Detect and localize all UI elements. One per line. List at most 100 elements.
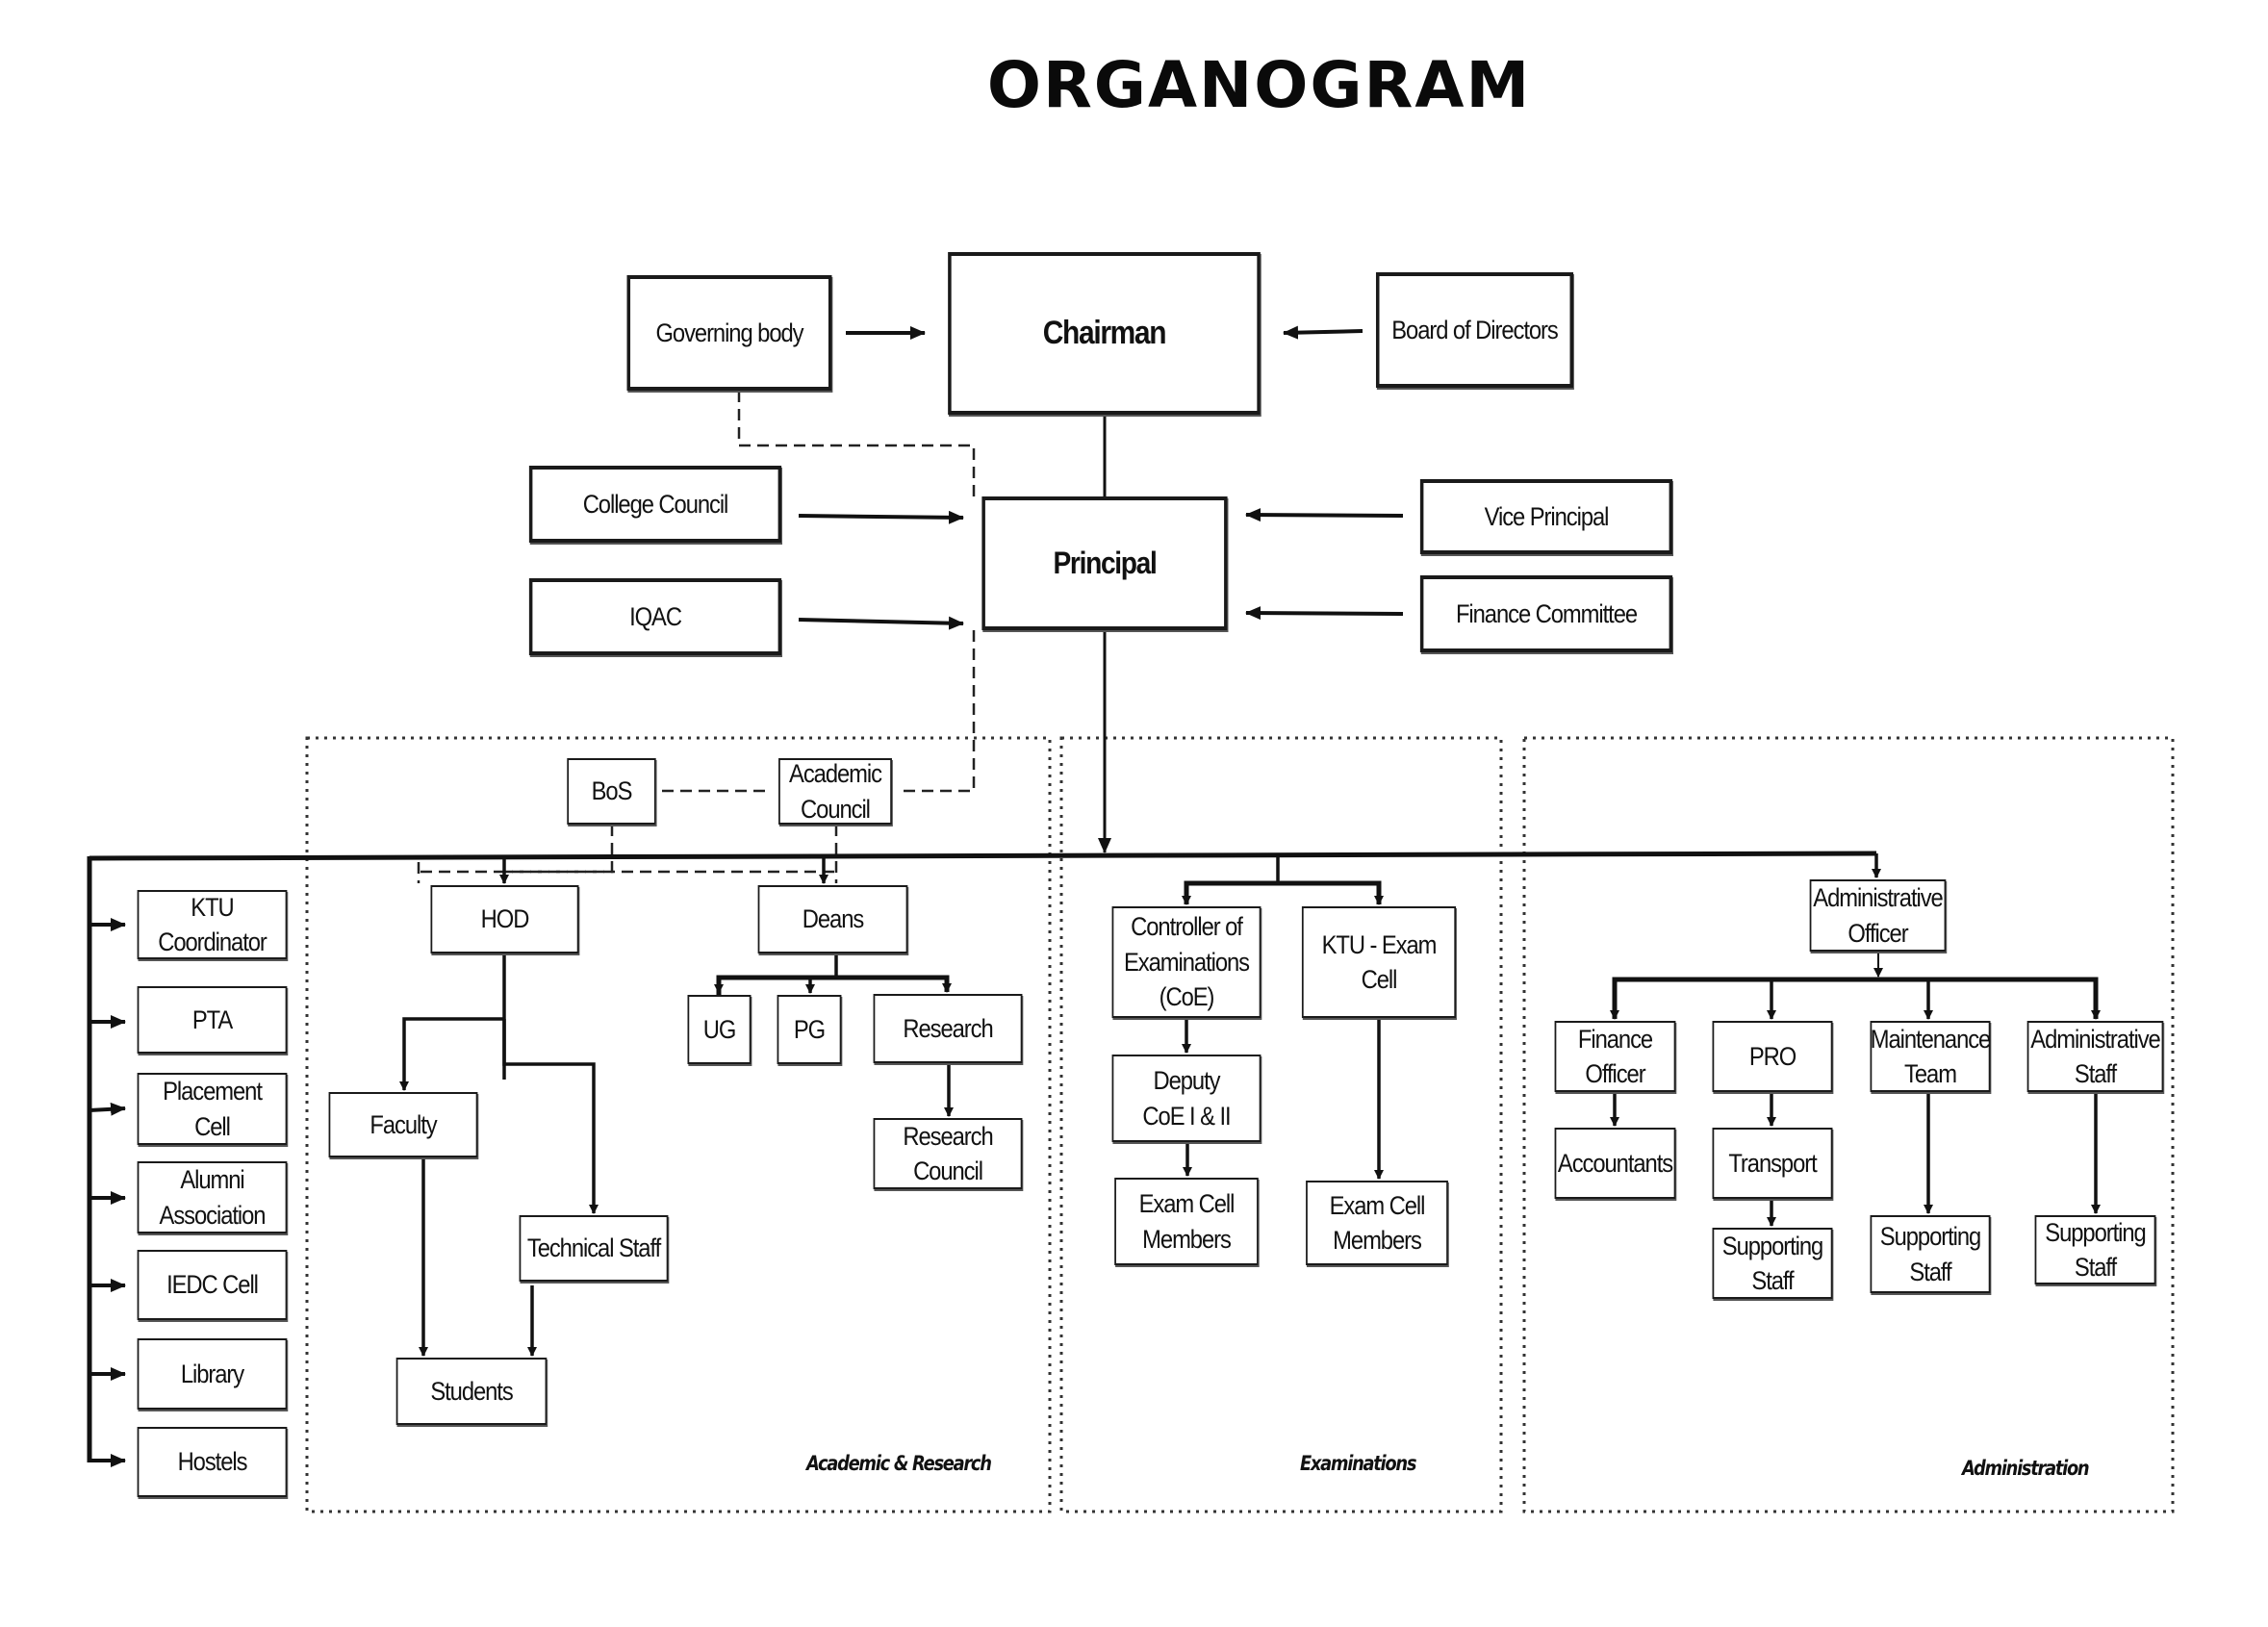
board-of-directors-box: Board of Directors [1375,272,1574,388]
left-unit-label: Placement Cell [163,1077,263,1141]
exam-cell-members-box: Exam Cell Members [1114,1178,1259,1265]
finance-committee-label: Finance Committee [1455,598,1638,628]
supporting-staff-label: Supporting Staff [2045,1217,2146,1282]
deans-box: Deans [757,885,908,953]
finance-officer-box: Finance Officer [1554,1021,1676,1092]
vice-principal-box: Vice Principal [1419,479,1673,554]
arrow-iqac-to-principal [798,616,964,630]
left-unit-box: PTA [137,986,288,1054]
board-of-directors-label: Board of Directors [1391,315,1559,344]
supporting-staff-box: Supporting Staff [1712,1228,1833,1299]
chairman-box: Chairman [948,252,1261,415]
arrow-hod-to-faculty [399,1017,504,1091]
left-unit-box: IEDC Cell [137,1250,288,1320]
supporting-staff-label: Supporting Staff [1879,1222,1981,1286]
academic-council-box: Academic Council [778,758,892,825]
left-unit-label: Alumni Association [159,1165,267,1230]
left-unit-label: IEDC Cell [166,1270,259,1300]
iqac-box: IQAC [528,578,782,655]
students-label: Students [430,1376,513,1406]
administrative-officer-box: Administrative Officer [1809,879,1947,952]
arrow-vice-principal-to-principal [1245,508,1404,522]
section-frame-academic [305,736,1052,1513]
left-unit-label: Library [180,1359,244,1388]
coe-label: Controller of Examinations (CoE) [1124,912,1250,1012]
line-deans-bar [716,975,950,995]
hod-box: HOD [430,885,579,953]
pg-box: PG [777,995,842,1064]
principal-box: Principal [981,496,1228,630]
bos-box: BoS [567,758,656,825]
dashed-principal-to-academic-council [900,630,976,793]
pro-box: PRO [1712,1021,1833,1092]
bos-label: BoS [591,776,633,806]
dashed-governing-to-principal [737,391,976,500]
coe-box: Controller of Examinations (CoE) [1111,906,1261,1018]
arrow-college-council-to-principal [798,510,964,524]
ug-box: UG [687,995,752,1064]
left-unit-box: Library [137,1338,288,1410]
left-unit-label: KTU Coordinator [158,892,268,956]
faculty-label: Faculty [370,1109,437,1139]
faculty-box: Faculty [328,1092,478,1157]
arrow-board-to-chairman [1283,325,1363,340]
transport-box: Transport [1712,1128,1833,1199]
left-unit-arrows [89,918,126,1467]
chairman-label: Chairman [1042,314,1167,351]
administrative-staff-box: Administrative Staff [2026,1021,2164,1092]
exam-cell-members-label: Exam Cell Members [1329,1190,1426,1255]
pg-label: PG [793,1014,826,1044]
administrative-staff-label: Administrative Staff [2030,1024,2160,1088]
section-label-examinations: Examinations [1300,1452,1416,1475]
left-unit-box: KTU Coordinator [137,890,288,959]
ktu-exam-cell-label: KTU - Exam Cell [1321,929,1438,994]
governing-body-box: Governing body [626,275,832,391]
technical-staff-label: Technical Staff [526,1233,661,1263]
section-label-academic: Academic & Research [806,1452,992,1475]
principal-label: Principal [1053,545,1157,580]
arrow-hod-to-technical-staff [502,1019,599,1214]
finance-officer-label: Finance Officer [1577,1024,1653,1088]
college-council-label: College Council [582,489,729,519]
left-unit-label: PTA [191,1004,233,1034]
research-label: Research [903,1013,993,1043]
supporting-staff-box: Supporting Staff [1870,1215,1991,1293]
accountants-box: Accountants [1554,1128,1676,1199]
vice-principal-label: Vice Principal [1484,501,1610,531]
academic-council-label: Academic Council [789,759,882,824]
dashed-bos-down [505,825,614,874]
page-title: ORGANOGRAM [986,48,1532,122]
left-unit-box: Placement Cell [137,1073,288,1145]
left-unit-box: Hostels [137,1427,288,1497]
deputy-coe-label: Deputy CoE I & II [1142,1066,1231,1131]
deputy-coe-box: Deputy CoE I & II [1111,1055,1261,1142]
accountants-label: Accountants [1557,1148,1673,1178]
supporting-staff-label: Supporting Staff [1721,1231,1823,1295]
maintenance-team-box: Maintenance Team [1870,1021,1991,1092]
hod-label: HOD [480,904,530,934]
section-frames [305,736,2175,1513]
main-horizontal-bus [89,851,1877,861]
technical-staff-box: Technical Staff [519,1215,669,1282]
supporting-staff-box: Supporting Staff [2034,1215,2156,1284]
administrative-officer-label: Administrative Officer [1813,883,1943,948]
line-admin-bar [1612,977,2099,1019]
exam-cell-members-label: Exam Cell Members [1138,1189,1236,1254]
finance-committee-box: Finance Committee [1419,575,1673,652]
students-box: Students [395,1358,548,1425]
line-exams-bar [1184,880,1382,904]
ug-label: UG [702,1014,737,1044]
research-council-label: Research Council [903,1121,993,1185]
maintenance-team-label: Maintenance Team [1870,1024,1991,1088]
governing-body-label: Governing body [655,318,804,347]
research-council-box: Research Council [873,1118,1023,1189]
left-unit-box: Alumni Association [137,1161,288,1233]
arrow-finance-committee-to-principal [1245,606,1404,621]
deans-label: Deans [802,904,864,934]
iqac-label: IQAC [629,601,682,631]
research-box: Research [873,994,1023,1063]
pro-label: PRO [1748,1041,1797,1071]
section-label-administration: Administration [1962,1457,2090,1480]
exam-cell-members-box: Exam Cell Members [1306,1181,1448,1265]
